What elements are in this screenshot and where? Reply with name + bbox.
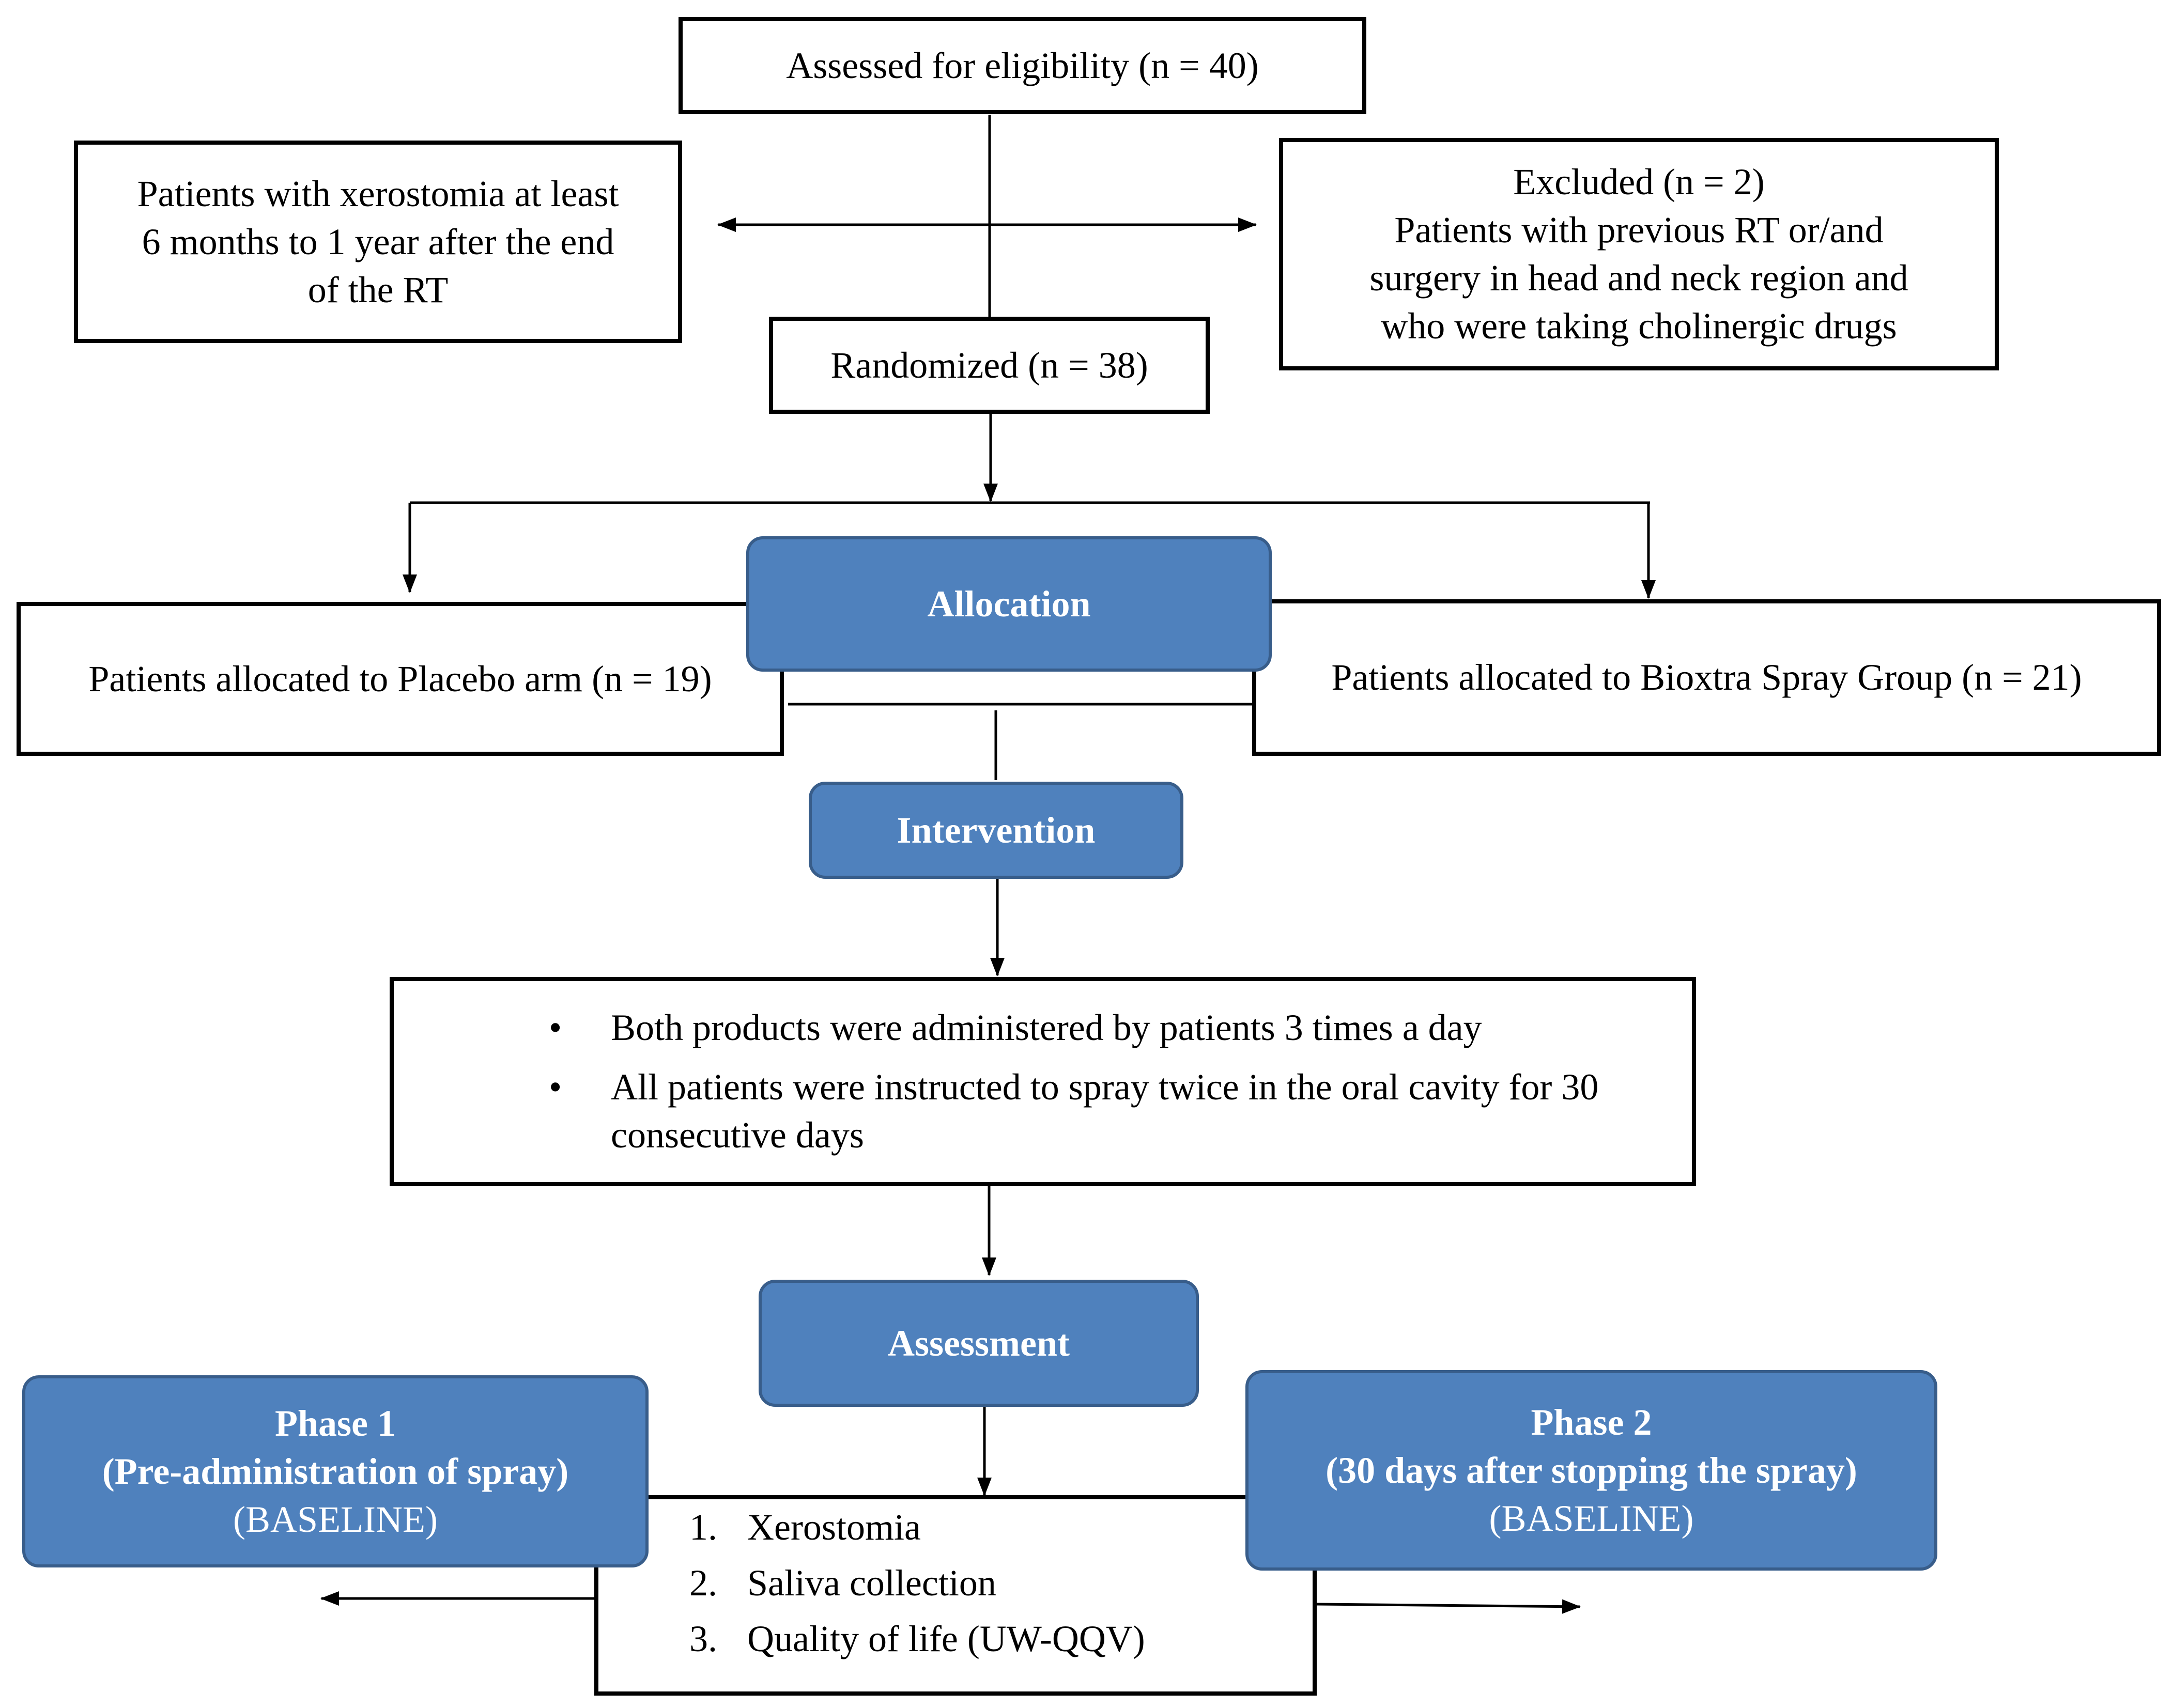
excluded-line-3: surgery in head and neck region and bbox=[1369, 257, 1908, 299]
phase1-subtitle: (Pre-administration of spray) bbox=[102, 1450, 569, 1492]
inclusion-line-1: Patients with xerostomia at least bbox=[137, 173, 619, 214]
outcome-item-3: 3.Quality of life (UW-QQV) bbox=[689, 1618, 1145, 1659]
phase1-note: (BASELINE) bbox=[233, 1498, 438, 1540]
outcomes-box: 1.Xerostomia 2.Saliva collection 3.Quali… bbox=[594, 1495, 1317, 1696]
assessment-pill: Assessment bbox=[759, 1280, 1199, 1407]
protocol-bullet-1: Both products were administered by patie… bbox=[394, 1004, 1692, 1052]
eligibility-label: Assessed for eligibility (n = 40) bbox=[786, 44, 1259, 86]
inclusion-box: Patients with xerostomia at least 6 mont… bbox=[74, 141, 682, 343]
phase2-subtitle: (30 days after stopping the spray) bbox=[1326, 1449, 1857, 1491]
phase2-note: (BASELINE) bbox=[1489, 1497, 1694, 1539]
phase2-title: Phase 2 bbox=[1531, 1401, 1652, 1443]
bioxtra-label: Patients allocated to Bioxtra Spray Grou… bbox=[1331, 657, 2082, 698]
intervention-pill: Intervention bbox=[809, 782, 1183, 879]
intervention-label: Intervention bbox=[897, 809, 1096, 851]
allocation-label: Allocation bbox=[927, 583, 1091, 625]
phase2-pill: Phase 2 (30 days after stopping the spra… bbox=[1245, 1370, 1937, 1571]
protocol-bullet-2: All patients were instructed to spray tw… bbox=[394, 1063, 1692, 1159]
excluded-line-2: Patients with previous RT or/and bbox=[1394, 209, 1884, 251]
inclusion-line-3: of the RT bbox=[307, 269, 449, 310]
outcomes-list: 1.Xerostomia 2.Saliva collection 3.Quali… bbox=[598, 1503, 1313, 1663]
protocol-box: Both products were administered by patie… bbox=[390, 977, 1696, 1186]
phase1-pill: Phase 1 (Pre-administration of spray) (B… bbox=[22, 1375, 649, 1567]
placebo-box: Patients allocated to Placebo arm (n = 1… bbox=[17, 602, 784, 756]
inclusion-line-2: 6 months to 1 year after the end bbox=[142, 221, 614, 262]
outcome-item-1: 1.Xerostomia bbox=[689, 1507, 921, 1548]
assessment-label: Assessment bbox=[888, 1322, 1070, 1364]
randomized-box: Randomized (n = 38) bbox=[769, 317, 1210, 414]
bioxtra-box: Patients allocated to Bioxtra Spray Grou… bbox=[1252, 599, 2161, 756]
allocation-pill: Allocation bbox=[746, 536, 1272, 672]
placebo-label: Patients allocated to Placebo arm (n = 1… bbox=[88, 658, 712, 700]
eligibility-box: Assessed for eligibility (n = 40) bbox=[679, 17, 1366, 114]
excluded-line-1: Excluded (n = 2) bbox=[1513, 161, 1765, 203]
protocol-bullet-list: Both products were administered by patie… bbox=[394, 1004, 1692, 1159]
arrow-right-from-outcomes bbox=[1316, 1599, 1581, 1614]
randomized-label: Randomized (n = 38) bbox=[830, 344, 1148, 386]
outcome-item-2: 2.Saliva collection bbox=[689, 1562, 996, 1604]
phase1-title: Phase 1 bbox=[275, 1402, 396, 1444]
excluded-box: Excluded (n = 2) Patients with previous … bbox=[1279, 138, 1999, 370]
excluded-line-4: who were taking cholinergic drugs bbox=[1381, 305, 1897, 347]
